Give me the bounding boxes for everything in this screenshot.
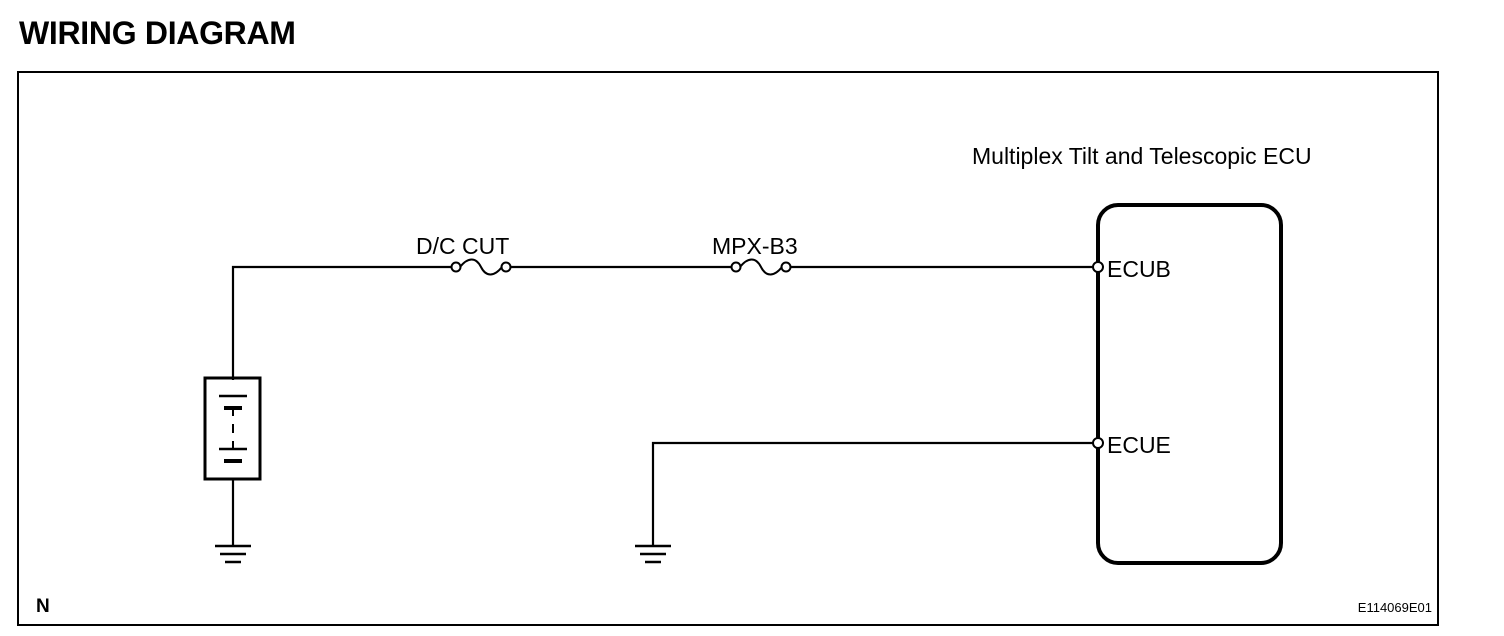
battery-icon [203, 376, 262, 481]
terminal-label-ecub: ECUB [1107, 256, 1171, 282]
supply-wire [231, 265, 1094, 380]
terminal-icon [1092, 437, 1104, 449]
ground-icon [635, 544, 671, 564]
terminal-label-ecue: ECUE [1107, 432, 1171, 458]
fuse-label-mpx-b3: MPX-B3 [712, 233, 798, 259]
page-title: WIRING DIAGRAM [19, 15, 296, 51]
corner-mark: N [36, 596, 50, 617]
figure-code: E114069E01 [1358, 600, 1432, 615]
fuse-icon [730, 258, 792, 276]
ecu-box [1096, 203, 1283, 565]
ecu-ground-wire [651, 441, 1094, 545]
ground-icon [215, 544, 251, 564]
diagram-frame [17, 71, 1439, 626]
ecu-name-label: Multiplex Tilt and Telescopic ECU [972, 143, 1312, 169]
terminal-icon [1092, 261, 1104, 273]
fuse-label-dc-cut: D/C CUT [416, 233, 509, 259]
fuse-icon [450, 258, 512, 276]
